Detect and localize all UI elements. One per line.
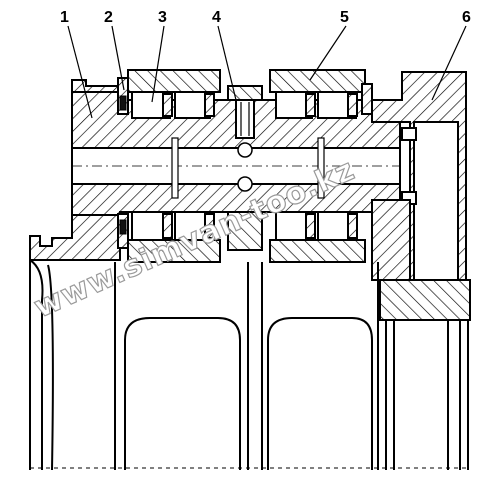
leader-6	[431, 25, 467, 101]
bearing-5-cage-lower-b	[347, 213, 358, 239]
bearing-5-cage-a	[305, 93, 316, 117]
left-housing	[29, 214, 121, 261]
pin-vertical	[171, 137, 179, 199]
label-6: 6	[462, 9, 471, 26]
wheel-1-slot	[124, 317, 241, 470]
seal-2-black-upper	[119, 95, 127, 111]
spacer-4-pin-upper	[235, 99, 255, 139]
label-5: 5	[340, 9, 349, 26]
bearing-3-outer-upper	[127, 69, 221, 93]
ball-left	[237, 142, 253, 158]
left-wheel-profile	[29, 259, 54, 471]
bearing-5-outer-lower	[269, 239, 366, 263]
leader-1	[67, 25, 93, 119]
lower-right-flange	[379, 279, 471, 321]
label-4: 4	[212, 9, 221, 26]
ball-right	[237, 176, 253, 192]
wheel-2-slot	[267, 317, 373, 470]
label-1: 1	[60, 9, 69, 26]
seal-2-black-lower	[119, 219, 127, 235]
right-cover-recess	[413, 121, 459, 281]
bearing-3-cage-lower-a	[162, 213, 173, 239]
bearing-3-cage-b	[204, 93, 215, 117]
leader-5	[309, 25, 347, 81]
cover-plug	[401, 127, 417, 141]
leader-2	[111, 25, 125, 91]
bearing-5-cage-lower-a	[305, 213, 316, 239]
pin-vertical-2	[317, 137, 325, 199]
bearing-3-cage-a	[162, 93, 173, 117]
label-3: 3	[158, 9, 167, 26]
leader-4	[217, 25, 237, 101]
leader-3	[151, 25, 165, 103]
bearing-3-cage-lower-b	[204, 213, 215, 239]
seal-upper-right	[361, 83, 373, 115]
spacer-4-lower	[227, 211, 263, 251]
lower-body-outline	[29, 260, 379, 470]
bearing-5-outer-upper	[269, 69, 366, 93]
left-top-flange	[71, 79, 121, 93]
right-rail	[385, 320, 469, 470]
bearing-5-cage-b	[347, 93, 358, 117]
label-2: 2	[104, 9, 113, 26]
